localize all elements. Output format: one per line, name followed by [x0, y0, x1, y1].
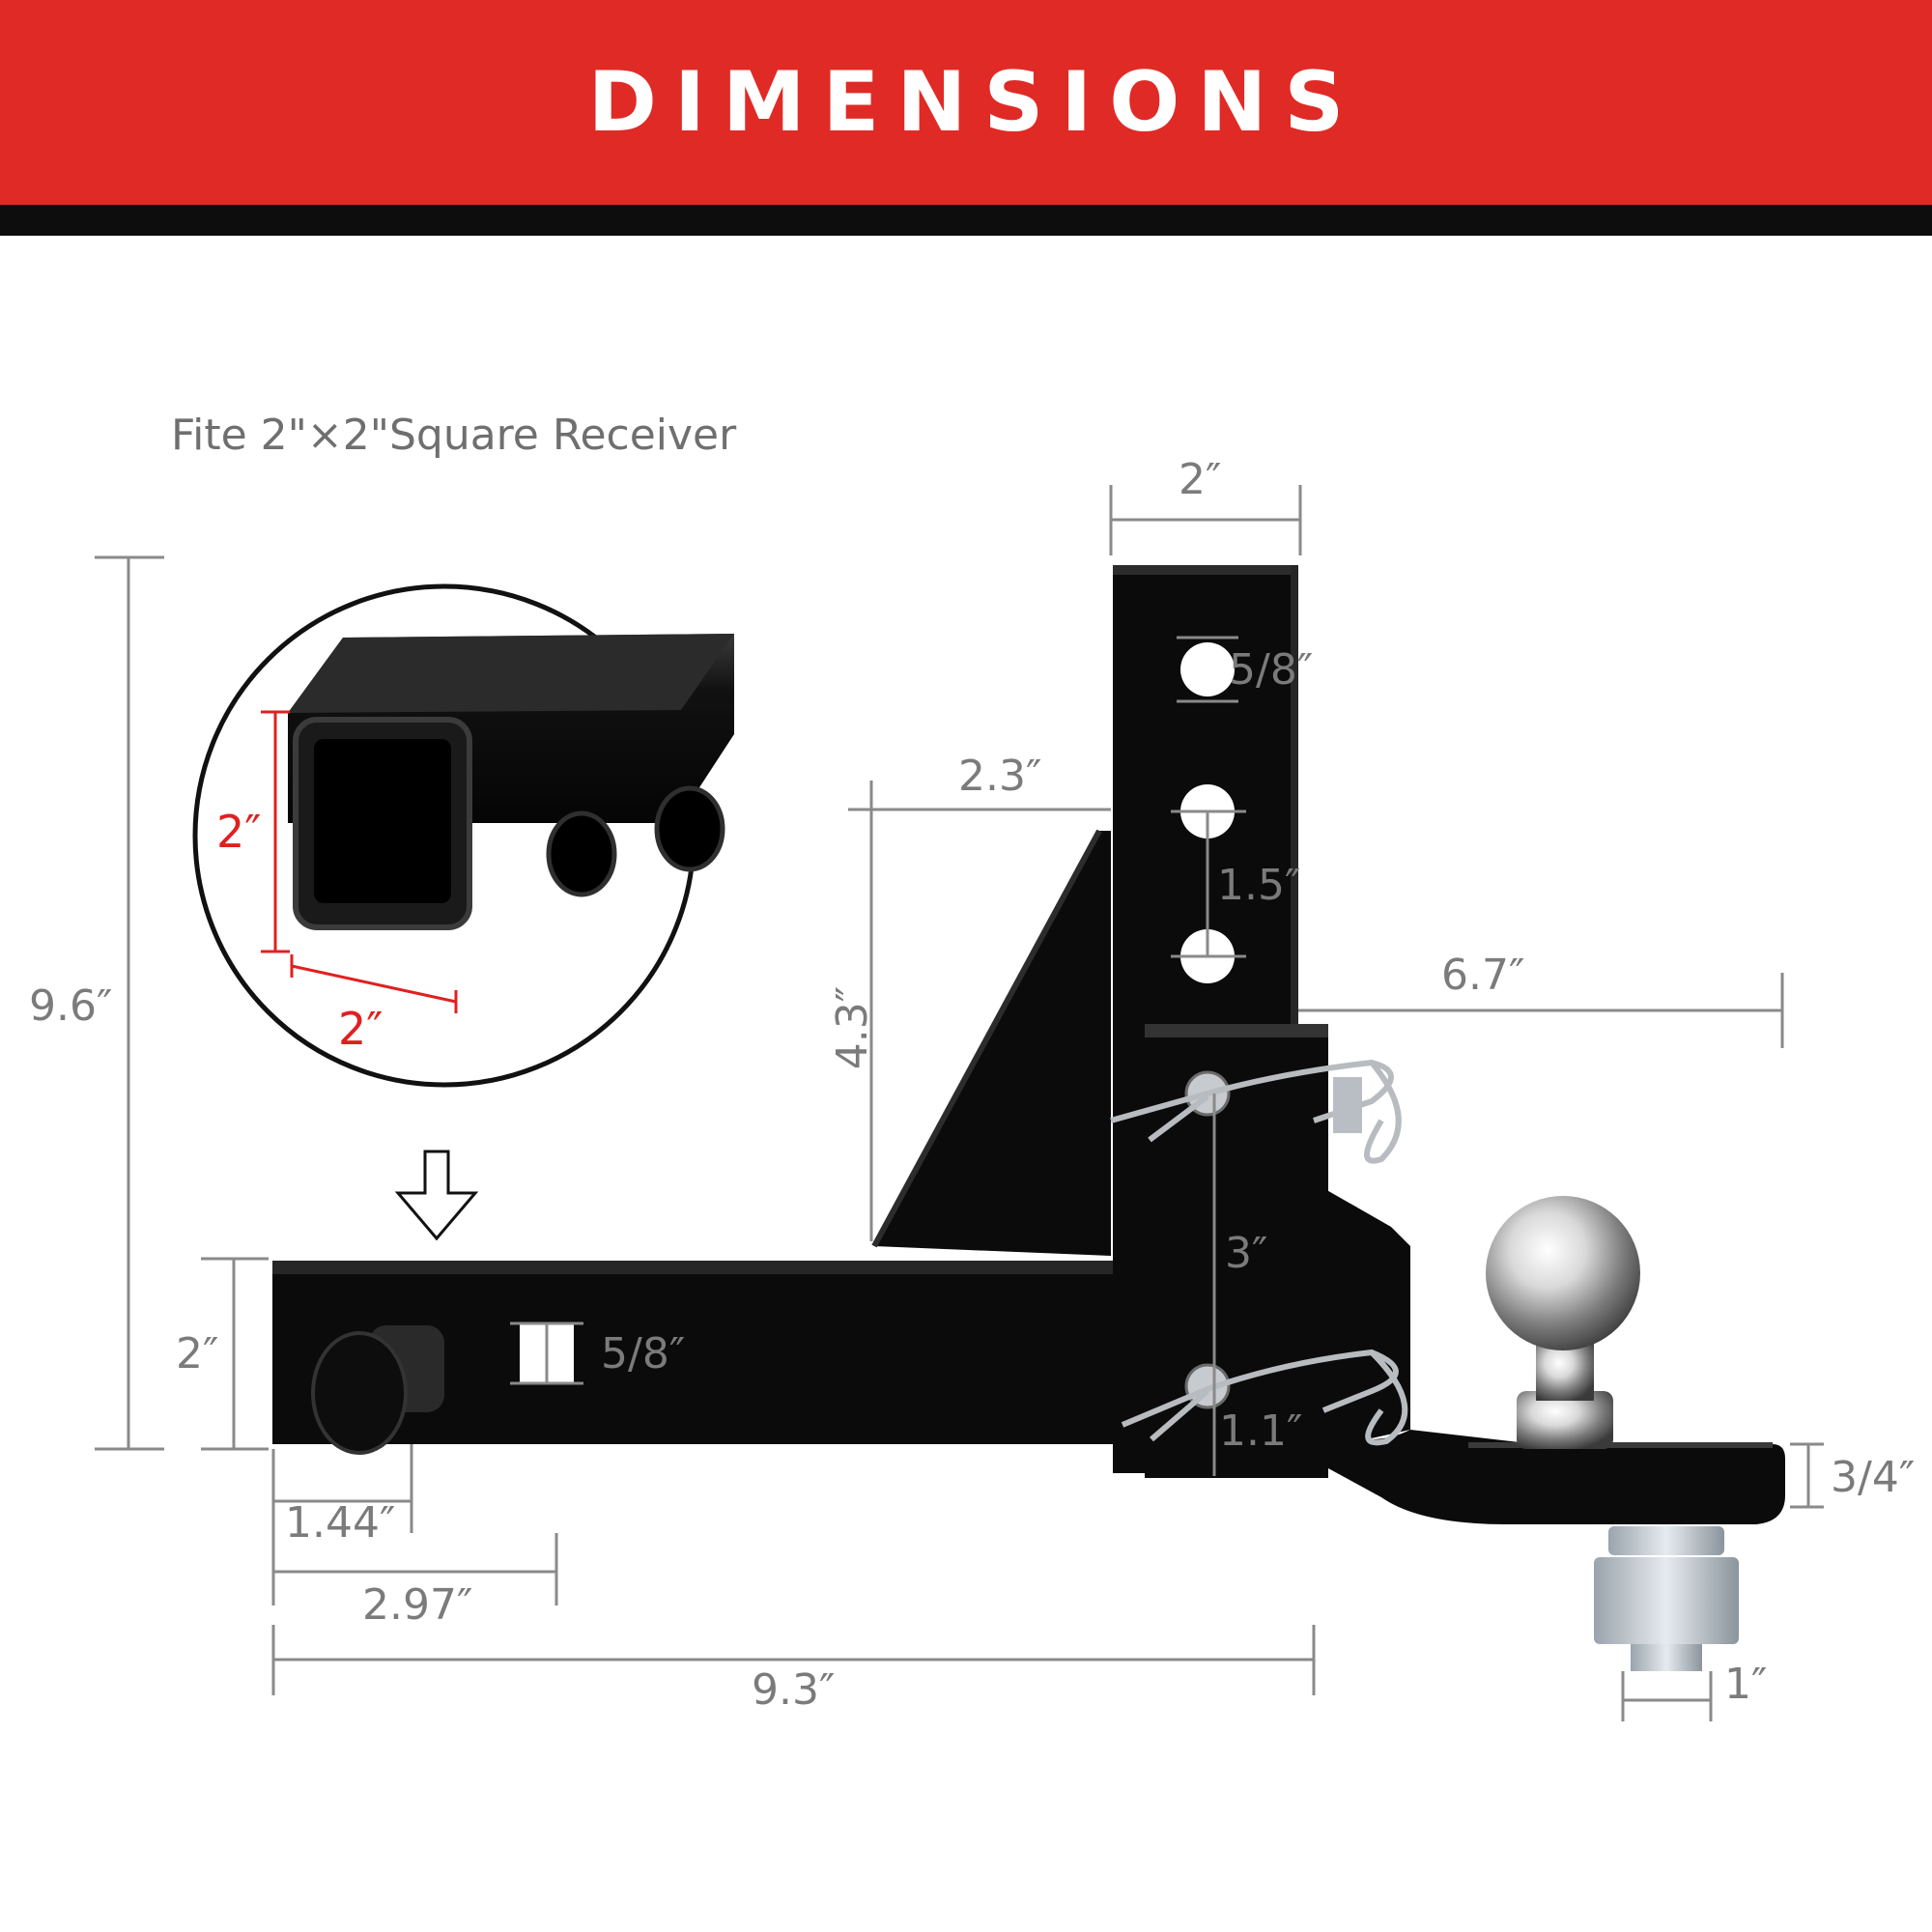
overall-height-label: 9.6″: [29, 981, 113, 1031]
platform-thickness-label: 3/4″: [1831, 1453, 1916, 1502]
ball-reach-label: 6.7″: [1441, 951, 1525, 1000]
bolt-head: [1333, 1077, 1362, 1133]
pin-offset-label: 1.44″: [285, 1498, 396, 1548]
tube-interior: [314, 739, 451, 903]
mount-hole-label: 1.1″: [1219, 1406, 1303, 1456]
ball-collar: [1517, 1391, 1613, 1449]
ball-neck: [1536, 1343, 1594, 1401]
hole-offset-label: 2.97″: [362, 1580, 473, 1630]
column-spacing-label: 1.5″: [1217, 861, 1301, 910]
tube-hole-2: [654, 785, 725, 872]
hitch-clips: [1110, 1059, 1408, 1446]
arrow-down-icon: [394, 1150, 479, 1241]
receiver-fit-caption: Fite 2"×2"Square Receiver: [171, 411, 737, 460]
column-hole-1: [1180, 642, 1235, 696]
lock-washer: [1608, 1526, 1724, 1555]
hex-nut: [1594, 1557, 1739, 1644]
hitch-ball: [1486, 1196, 1640, 1350]
threaded-shank: [1631, 1644, 1702, 1671]
rise-label: 4.3″: [828, 985, 878, 1070]
inset-width-label: 2″: [338, 1003, 384, 1055]
inset-height-label: 2″: [216, 806, 262, 858]
inset-width-line: [291, 964, 457, 1004]
gusset-width-label: 2.3″: [958, 752, 1042, 801]
gusset: [874, 831, 1111, 1256]
shank-diameter-label: 1″: [1724, 1660, 1768, 1709]
tube-top-face: [288, 634, 734, 713]
ball-platform: [1328, 1430, 1785, 1524]
mount-spacing-label: 3″: [1225, 1229, 1268, 1278]
overall-length-label: 9.3″: [752, 1665, 836, 1715]
receiver-tube-inset: [192, 583, 734, 1088]
header-banner: DIMENSIONS: [0, 0, 1932, 205]
column-hole-label: 5/8″: [1229, 645, 1314, 695]
header-divider: [0, 205, 1932, 236]
column-width-label: 2″: [1179, 455, 1222, 504]
dimension-lines: [95, 485, 1824, 1721]
lock-pin-cap: [311, 1331, 408, 1455]
shank-height-label: 2″: [176, 1329, 219, 1378]
shank-hole-label: 5/8″: [601, 1329, 686, 1378]
ball-mount: [272, 565, 1785, 1671]
tube-hole-1: [546, 810, 617, 897]
page-title: DIMENSIONS: [587, 54, 1362, 151]
